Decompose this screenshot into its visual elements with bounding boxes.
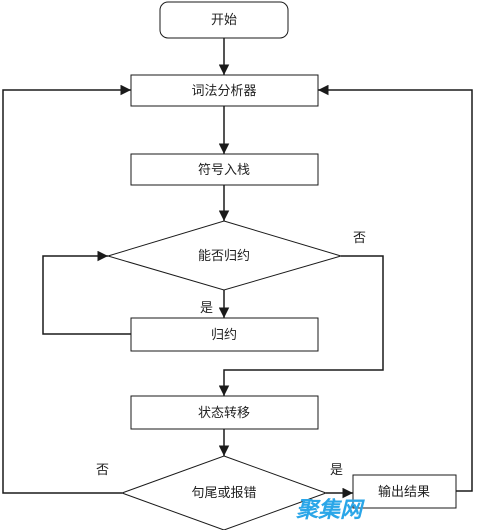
watermark-logo: 聚集网 [295, 497, 365, 523]
lexer-label: 词法分析器 [191, 84, 256, 99]
reduce-node: 归约 [130, 317, 319, 352]
state-transfer-node: 状态转移 [130, 395, 319, 430]
end-yes-label: 是 [330, 463, 343, 478]
reduce-label: 归约 [211, 328, 237, 343]
edge-decision-state [218, 255, 384, 396]
can-reduce-decision: 能否归约 [106, 220, 343, 291]
output-node: 输出结果 [352, 474, 457, 509]
edge-output-loop [318, 84, 473, 492]
edge-reduce-loop [42, 250, 131, 335]
can-reduce-no-label: 否 [353, 231, 366, 246]
state-transfer-label: 状态转移 [198, 406, 250, 421]
lexer-node: 词法分析器 [130, 74, 319, 107]
end-or-error-label: 句尾或报错 [191, 486, 256, 501]
start-label: 开始 [211, 13, 237, 28]
can-reduce-label: 能否归约 [198, 249, 250, 264]
can-reduce-yes-label: 是 [200, 301, 213, 316]
push-label: 符号入栈 [198, 162, 250, 178]
end-or-error-decision: 句尾或报错 [120, 455, 328, 530]
push-node: 符号入栈 [130, 153, 319, 186]
start-node: 开始 [159, 1, 289, 39]
edge-end-no-loop [2, 84, 131, 494]
output-label: 输出结果 [378, 484, 430, 500]
end-no-label: 否 [96, 463, 109, 478]
